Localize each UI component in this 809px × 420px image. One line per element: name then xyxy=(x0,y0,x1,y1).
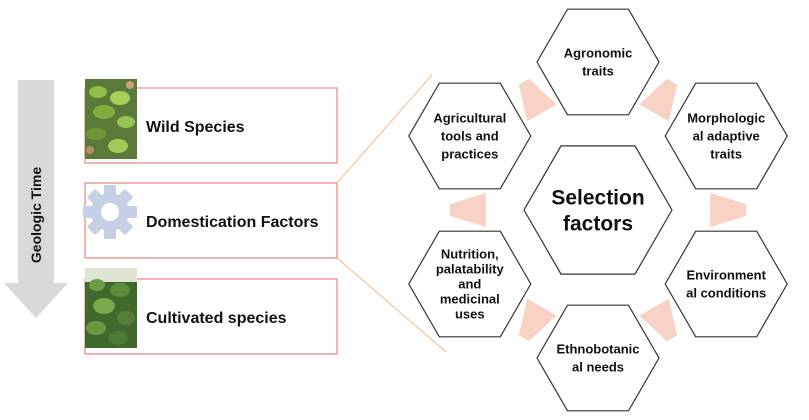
hexagon-wedges xyxy=(449,78,747,342)
hexagon-wedge xyxy=(639,78,678,122)
connector-line-top xyxy=(336,74,433,184)
factor-label-nutrition: Nutrition, xyxy=(441,247,499,262)
connector-line-bottom xyxy=(336,257,447,353)
wild-species-label: Wild Species xyxy=(146,119,245,136)
factor-label-ethnobotanic: Ethnobotanic xyxy=(556,342,639,357)
factor-hexagon-environmental xyxy=(664,230,788,338)
factor-hexagon-ethnobotanic xyxy=(536,304,660,412)
geologic-time-arrow xyxy=(4,80,68,318)
factor-label-agricultural: tools and xyxy=(441,129,499,144)
selection-factors-label: Selection xyxy=(551,186,644,209)
factor-label-agronomic: Agronomic xyxy=(564,46,633,61)
factor-label-nutrition: and xyxy=(458,277,481,292)
gear-icon xyxy=(83,185,137,239)
factor-label-agricultural: practices xyxy=(441,147,498,162)
hexagon-wedge xyxy=(518,298,557,342)
domestication-factors-label: Domestication Factors xyxy=(146,214,319,231)
hexagon-wedge xyxy=(710,193,747,227)
selection-factors-hexagon xyxy=(523,145,673,275)
wild-plant-photo xyxy=(85,79,137,159)
factor-label-morphological: Morphologic xyxy=(687,111,765,126)
selection-factors-cluster: SelectionfactorsAgronomictraitsMorpholog… xyxy=(408,8,788,412)
hexagon-wedge xyxy=(639,298,678,342)
factor-hexagon-morphological xyxy=(664,82,788,190)
factor-label-environmental: al conditions xyxy=(686,286,766,301)
factor-label-agricultural: Agricultural xyxy=(433,111,506,126)
factor-label-nutrition: palatability xyxy=(436,262,505,277)
selection-factors-label: factors xyxy=(563,212,633,235)
factor-hexagon-agricultural xyxy=(408,82,532,190)
factor-hexagon-agronomic xyxy=(536,8,660,116)
geologic-time-label: Geologic Time xyxy=(28,167,44,263)
factor-hexagon-nutrition xyxy=(408,230,532,338)
factor-label-nutrition: uses xyxy=(455,307,485,322)
hexagon-wedge xyxy=(518,78,557,122)
factor-label-nutrition: medicinal xyxy=(440,292,500,307)
factor-label-morphological: traits xyxy=(710,147,742,162)
cultivated-species-label: Cultivated species xyxy=(146,310,287,327)
factor-label-ethnobotanic: al needs xyxy=(572,360,624,375)
factor-label-agronomic: traits xyxy=(582,64,614,79)
cultivated-plant-photo xyxy=(85,268,137,348)
factor-label-environmental: Environment xyxy=(686,268,766,283)
factor-label-morphological: al adaptive xyxy=(693,129,760,144)
hexagon-wedge xyxy=(449,193,486,227)
